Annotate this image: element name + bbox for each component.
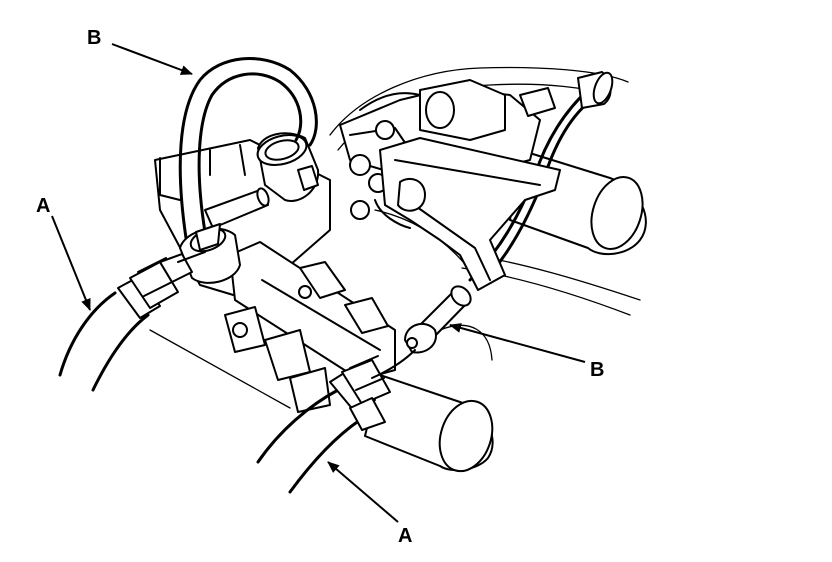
leader-b-right (449, 323, 586, 363)
hose-b-upper (178, 57, 318, 240)
leader-a-left (51, 215, 91, 311)
lower-right-cylinder (364, 374, 494, 473)
callout-b-top: B (87, 27, 101, 49)
leader-b-top (111, 43, 193, 75)
upper-tee-fitting (179, 187, 270, 284)
leader-lines (51, 43, 586, 523)
upper-nipple-assembly (256, 132, 320, 202)
lower-right-nipple (404, 285, 472, 354)
hose-a-left (58, 251, 206, 392)
cable-bracket (374, 137, 561, 291)
callout-a-bottom: A (398, 525, 412, 547)
callout-b-right: B (590, 359, 604, 381)
hose-a-lower (256, 349, 416, 494)
callout-a-left: A (36, 195, 50, 217)
leader-a-bottom (327, 461, 399, 523)
